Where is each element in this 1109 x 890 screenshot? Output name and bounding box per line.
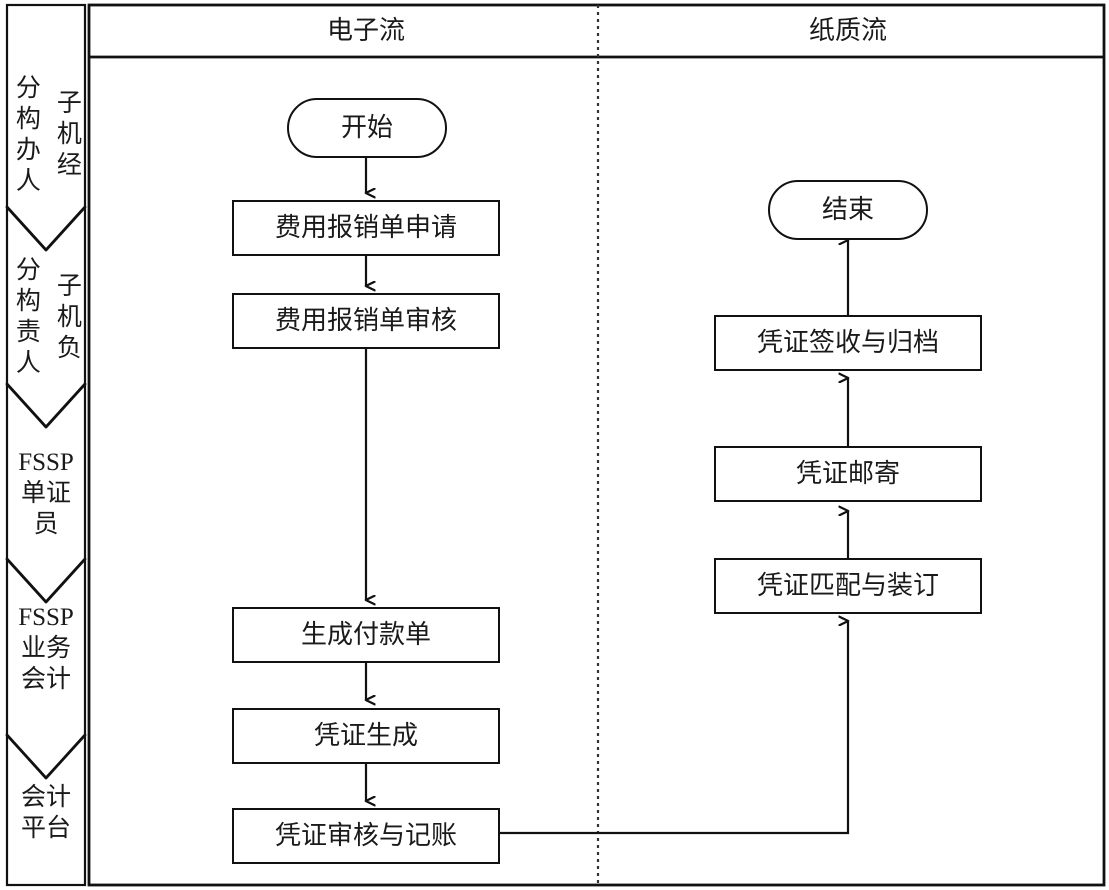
column-header-paper: 纸质流 — [808, 16, 887, 45]
flow-arrow-crossover — [500, 621, 848, 835]
node-voucher-match-binding[interactable]: 凭证匹配与装订 — [714, 558, 982, 614]
diagram-frame — [87, 3, 1106, 887]
lane-label-accounting-platform-line2: 平台 — [20, 815, 71, 842]
node-voucher-review-booking[interactable]: 凭证审核与记账 — [232, 808, 500, 864]
lane-label-branch-handler-col-right: 子机经 — [56, 90, 82, 179]
lane-label-fssp-business-accountant-line3: 会计 — [20, 666, 71, 693]
node-voucher-generate[interactable]: 凭证生成 — [232, 708, 500, 764]
lane-label-accounting-platform: 会计 平台 — [5, 782, 87, 885]
lane-label-fssp-business-accountant-line2: 业务 — [20, 635, 71, 662]
lane-label-fssp-business-accountant: FSSP 业务 会计 — [5, 602, 87, 735]
lane-label-branch-handler-col-left: 分构办人 — [15, 74, 41, 195]
node-expense-claim-apply[interactable]: 费用报销单申请 — [232, 200, 500, 256]
lane-label-branch-manager-col-left: 分构责人 — [15, 257, 41, 377]
lane-label-fssp-document-clerk-line1: FSSP — [18, 448, 74, 476]
lane-separator-3 — [5, 557, 87, 604]
lane-label-branch-manager-col-right: 子机负 — [56, 272, 82, 362]
lane-label-branch-manager: 子机负 分构责人 — [5, 250, 87, 384]
lane-column-frame — [5, 3, 87, 887]
node-end[interactable]: 结束 — [768, 180, 928, 240]
lane-label-fssp-business-accountant-line1: FSSP — [18, 604, 74, 631]
lane-label-accounting-platform-line1: 会计 — [20, 784, 71, 811]
node-expense-claim-review[interactable]: 费用报销单审核 — [232, 293, 500, 349]
lane-label-fssp-document-clerk-line2: 单证 — [20, 479, 71, 507]
lane-label-fssp-document-clerk-line3: 员 — [33, 510, 59, 538]
lane-separators — [5, 205, 87, 780]
node-start[interactable]: 开始 — [287, 98, 447, 158]
node-voucher-receipt-archive[interactable]: 凭证签收与归档 — [714, 315, 982, 371]
lane-label-branch-handler: 子机经 分构办人 — [5, 62, 87, 207]
lane-separator-2 — [5, 382, 87, 429]
lane-label-fssp-document-clerk: FSSP 单证 员 — [5, 427, 87, 559]
node-generate-payment-order[interactable]: 生成付款单 — [232, 607, 500, 663]
node-voucher-mail[interactable]: 凭证邮寄 — [714, 446, 982, 502]
column-header-electronic: 电子流 — [326, 16, 405, 45]
arrow-booking-to-match — [500, 621, 848, 835]
lane-separator-4 — [5, 733, 87, 780]
lane-separator-1 — [5, 205, 87, 252]
